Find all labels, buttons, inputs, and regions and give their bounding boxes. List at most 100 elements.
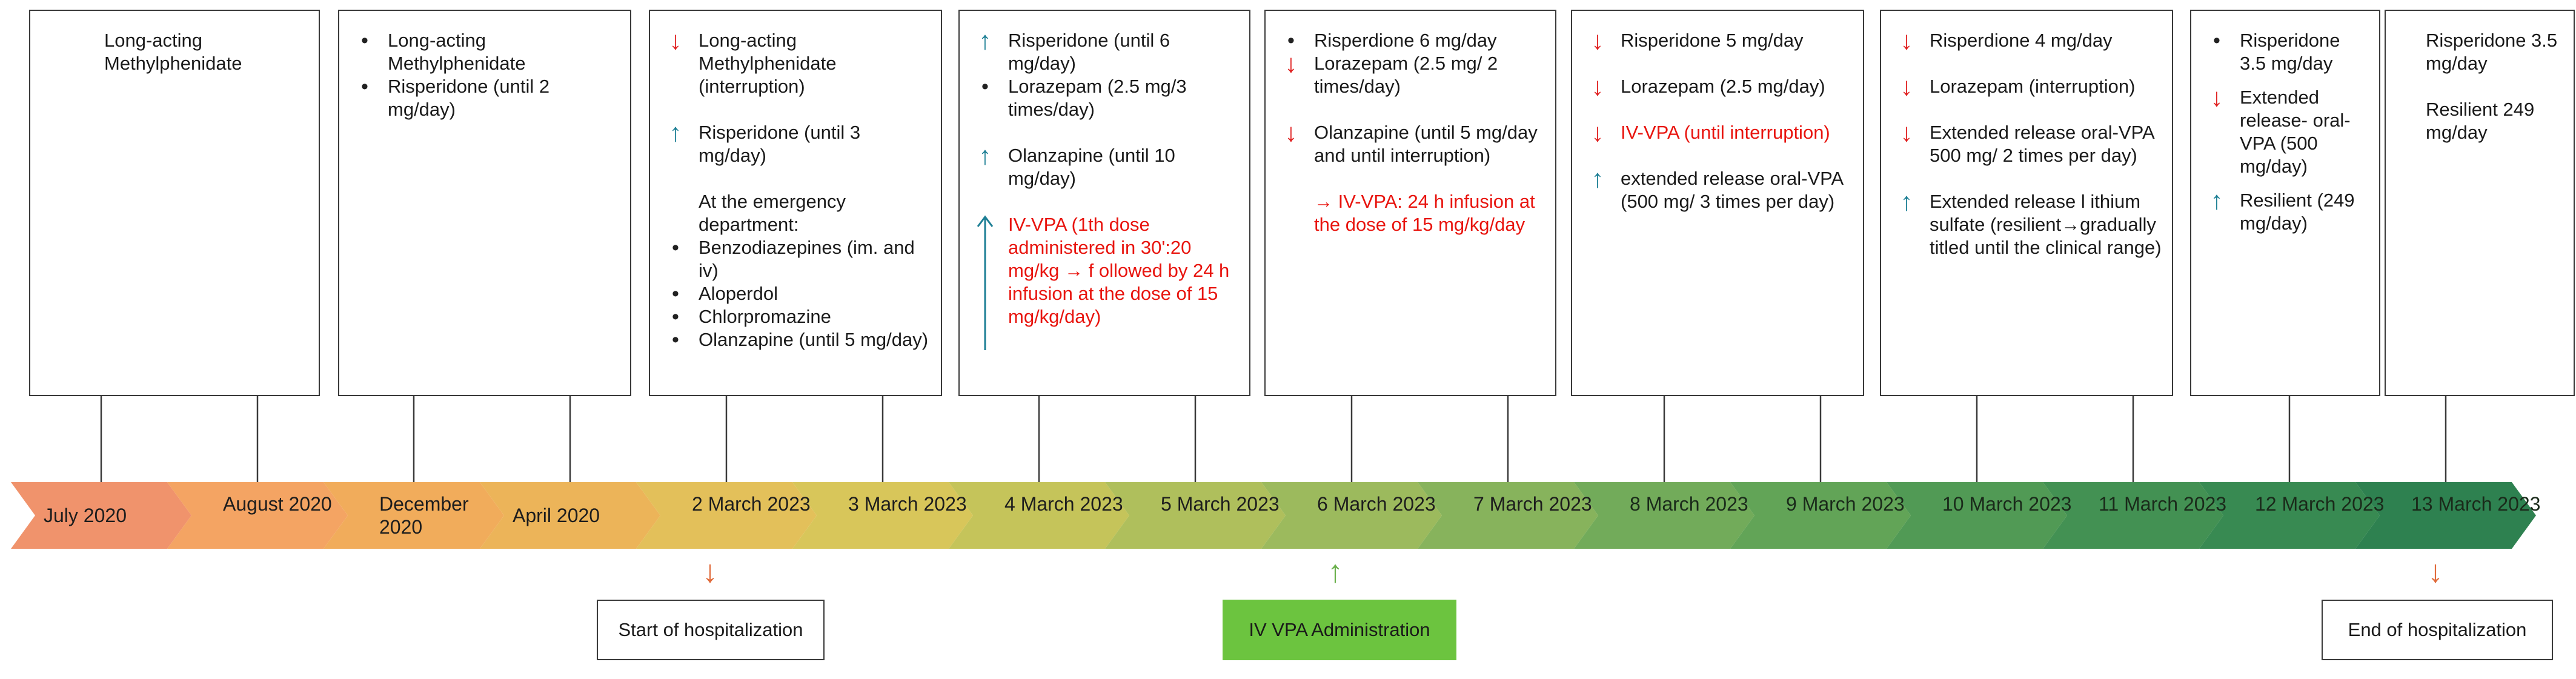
treatment-text: Risperdione 4 mg/day [1930,30,2113,51]
treatment-entry: Resilient 249 mg/day [2397,98,2564,144]
bullet-icon: • [1287,29,1295,52]
timeline-chevron [324,482,504,549]
treatment-entry: ↑extended release oral-VPA (500 mg/ 3 ti… [1583,166,1853,213]
treatment-text: Risperidone 3.5 mg/day [2240,30,2340,74]
timeline-chevron [1574,482,1754,549]
treatment-entry: ↓ Long-acting Methylphenidate (interrupti… [661,26,931,98]
timeline-date-label: April 2020 [513,505,600,526]
down-arrow-icon: ↓ [702,554,718,589]
treatment-text: extended release oral-VPA (500 mg/ 3 tim… [1621,168,1843,212]
decrease-arrow-icon: ↓ [1284,118,1298,147]
treatment-box: ↓ Long-acting Methylphenidate (interrupti… [649,10,942,396]
bullet-icon: • [672,236,679,259]
timeline-chevron [1730,482,1911,549]
up-arrow-icon: ↑ [1327,554,1343,589]
decrease-arrow-icon: ↓ [669,26,682,55]
treatment-text: → IV-VPA: 24 h infusion at the dose of 1… [1314,191,1535,235]
treatment-text: Extended release- oral-VPA (500 mg/day) [2240,87,2351,177]
increase-arrow-icon: ↑ [669,118,682,147]
timeline-date-label: 9 March 2023 [1786,493,1905,515]
timeline-date-label: 5 March 2023 [1161,493,1280,515]
treatment-text: Long-acting Methylphenidate [388,30,526,74]
treatment-entry: ↓Extended release oral-VPA 500 mg/ 2 tim… [1892,120,2162,167]
treatment-entry: •Olanzapine (until 5 mg/day) [661,328,931,351]
decrease-arrow-icon: ↓ [1591,26,1604,55]
timeline-date-label: 6 March 2023 [1317,493,1436,515]
treatment-text: IV-VPA (1th dose administered in 30':20 … [1008,214,1230,327]
event-label: End of hospitalization [2348,619,2527,640]
treatment-text: Risperdione 6 mg/day [1314,30,1497,51]
timeline-chevron [167,482,348,549]
treatment-entry: Risperidone 3.5 mg/day [2397,29,2564,75]
bullet-icon: • [361,75,368,98]
treatment-text: Chlorpromazine [699,306,831,327]
treatment-entry: • Benzodiazepines (im. and iv) [661,236,931,282]
timeline-date-label: August 2020 [223,493,332,515]
treatment-text: IV-VPA (until interruption) [1621,122,1830,143]
treatment-entry: ↓ Extended release- oral-VPA (500 mg/day) [2202,83,2369,178]
treatment-entry: • Risperdione 6 mg/day [1276,29,1545,52]
treatment-entry: • Lorazepam (2.5 mg/3 times/day) [971,75,1240,121]
treatment-text: Lorazepam (interruption) [1930,76,2136,97]
increase-arrow-icon: ↑ [1900,187,1913,216]
timeline-date-label: 4 March 2023 [1004,493,1123,515]
treatment-text: Benzodiazepines (im. and iv) [699,237,915,281]
treatment-entry: • Chlorpromazine [661,305,931,328]
event-label: Start of hospitalization [618,619,803,640]
event-label-box: Start of hospitalization [597,600,825,660]
timeline-chevron [11,482,191,549]
timeline-date-label: December 2020 [379,493,469,538]
treatment-text: Extended release l ithium sulfate (resil… [1930,191,2162,258]
treatment-box: •Risperdione 6 mg/day↓Lorazepam (2.5 mg/… [1264,10,1556,396]
treatment-text: Olanzapine (until 10 mg/day) [1008,145,1175,189]
treatment-box: • Risperidone 3.5 mg/day ↓ Extended release… [2190,10,2380,396]
treatment-entry: ↑ Olanzapine (until 10 mg/day) [971,141,1240,190]
treatment-text: Risperidone (until 6 mg/day) [1008,30,1170,74]
timeline-date-label: 2 March 2023 [692,493,811,515]
bullet-icon: • [2213,29,2220,52]
timeline-date-label: 11 March 2023 [2099,493,2227,515]
event-label-box: End of hospitalization [2322,600,2553,660]
treatment-box: •Long-acting Methylphenidate•Risperidone… [338,10,631,396]
decrease-arrow-icon: ↓ [2210,83,2223,111]
timeline-chevron [1261,482,1442,549]
treatment-entry: ↓Risperdione 4 mg/day [1892,28,2162,53]
timeline-date-label: 12 March 2023 [2255,493,2385,515]
decrease-arrow-icon: ↓ [1591,72,1604,101]
increase-arrow-icon: ↑ [978,141,992,170]
treatment-entry: ↑Risperidone (until 6 mg/day) [971,28,1240,75]
treatment-entry: ↑Resilient (249 mg/day) [2202,188,2369,235]
timeline-chevron [1105,482,1286,549]
treatment-box: ↓Risperidone 5 mg/day↓Lorazepam (2.5 mg/… [1571,10,1864,396]
treatment-text: Olanzapine (until 5 mg/day and until int… [1314,122,1538,166]
treatment-entry: ↓ Lorazepam (2.5 mg/day) [1583,72,1853,101]
timeline-date-label: July 2020 [44,505,127,526]
bullet-icon: • [672,282,679,305]
treatment-box: Long-acting Methylphenidate [29,10,320,396]
bullet-icon: • [672,328,679,351]
timeline-chevron [2199,482,2380,549]
event-label: IV VPA Administration [1249,619,1430,640]
treatment-entry: IV-VPA (1th dose administered in 30':20 … [971,213,1240,350]
treatment-text: Risperidone 3.5 mg/day [2426,30,2558,74]
timeline-chevron [792,482,973,549]
treatment-entry: ↓ Olanzapine (until 5 mg/day and until in… [1276,118,1545,167]
treatment-entry: • Risperidone 3.5 mg/day [2202,29,2369,75]
bullet-icon: • [981,75,989,98]
bullet-icon: • [672,305,679,328]
treatment-entry: •Long-acting Methylphenidate [350,29,620,75]
treatment-box: ↑Risperidone (until 6 mg/day)•Lorazepam … [958,10,1250,396]
treatment-text: Lorazepam (2.5 mg/3 times/day) [1008,76,1187,120]
treatment-entry: At the emergency department: [661,190,931,236]
treatment-text: Lorazepam (2.5 mg/day) [1621,76,1825,97]
treatment-text: Long-acting Methylphenidate (interruptio… [699,30,837,97]
timeline-chevron [949,482,1129,549]
treatment-text: Risperidone (until 3 mg/day) [699,122,861,166]
treatment-text: Resilient (249 mg/day) [2240,190,2355,234]
decrease-arrow-icon: ↓ [1284,49,1298,78]
treatment-entry: ↑ Risperidone (until 3 mg/day) [661,118,931,167]
timeline-date-label: 13 March 2023 [2411,493,2541,515]
